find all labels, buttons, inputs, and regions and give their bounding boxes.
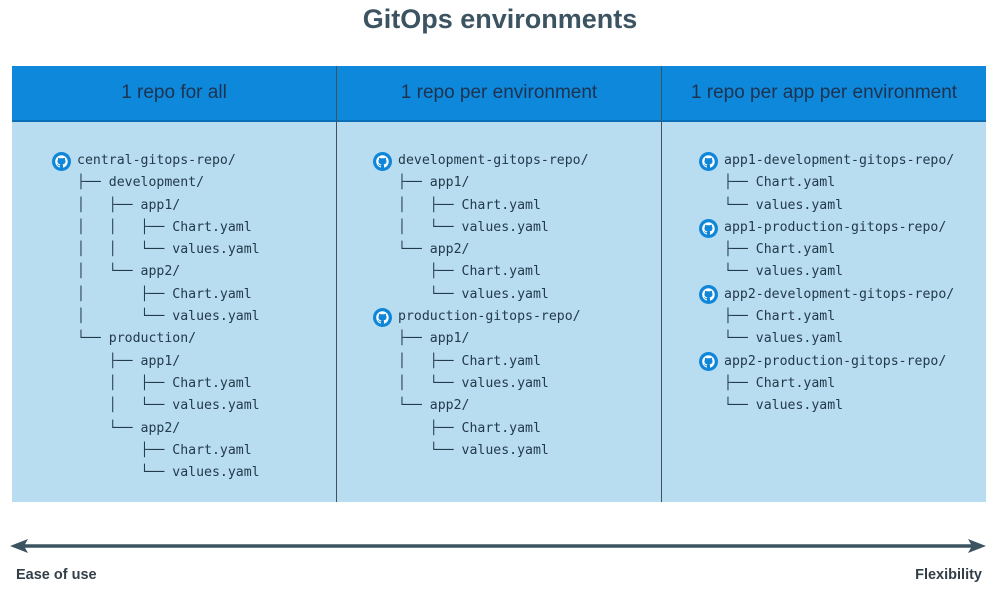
tree-line: ├── Chart.yaml <box>77 442 252 458</box>
tree-line: └── values.yaml <box>724 398 844 414</box>
tree-line: │ ├── Chart.yaml <box>398 197 541 213</box>
tree-line: └── app2/ <box>77 420 181 436</box>
tree-line: │ ├── app1/ <box>77 197 181 213</box>
page-title: GitOps environments <box>362 4 638 34</box>
column-header: 1 repo per environment <box>337 66 661 122</box>
tree-line: └── values.yaml <box>398 286 549 302</box>
tree-line: ├── app1/ <box>398 331 470 347</box>
tree-line: │ ├── Chart.yaml <box>398 353 541 369</box>
repo-line: production-gitops-repo/ <box>373 306 589 328</box>
repo-tree: development-gitops-repo/ ├── app1/ │ ├── C… <box>373 150 589 462</box>
repo-name: app1-production-gitops-repo/ <box>724 219 947 235</box>
github-icon <box>699 218 718 238</box>
github-icon <box>373 307 392 327</box>
tree-line: │ └── values.yaml <box>398 219 549 235</box>
tree-line: ├── app1/ <box>398 175 470 191</box>
tree-line: ├── Chart.yaml <box>398 264 541 280</box>
tree-line: │ ├── Chart.yaml <box>77 375 252 391</box>
columns-container: 1 repo for all central-gitops-repo/ ├── d… <box>12 66 986 502</box>
tree-line: ├── Chart.yaml <box>398 420 541 436</box>
tree-line: ├── app1/ <box>77 353 181 369</box>
repo-line: app1-production-gitops-repo/ <box>699 217 954 239</box>
column-body: development-gitops-repo/ ├── app1/ │ ├── C… <box>337 122 661 502</box>
repo-line: app2-production-gitops-repo/ <box>699 351 954 373</box>
tree-line: └── values.yaml <box>398 442 549 458</box>
tree-line: └── values.yaml <box>77 465 260 481</box>
github-icon <box>699 352 718 372</box>
tree-line: │ └── values.yaml <box>77 398 260 414</box>
column-repo-per-environment: 1 repo per environment development-gitop… <box>336 66 661 502</box>
repo-name: central-gitops-repo/ <box>77 153 236 168</box>
github-icon <box>373 151 392 171</box>
tree-line: │ └── app2/ <box>77 264 181 280</box>
github-icon <box>699 285 718 305</box>
ease-flexibility-arrow <box>10 536 986 556</box>
column-one-repo-for-all: 1 repo for all central-gitops-repo/ ├── d… <box>12 66 336 502</box>
repo-name: production-gitops-repo/ <box>398 309 581 325</box>
tree-line: ├── Chart.yaml <box>724 375 836 391</box>
tree-line: │ │ ├── Chart.yaml <box>77 219 252 235</box>
tree-line: ├── development/ <box>77 175 205 191</box>
tree-line: │ │ └── values.yaml <box>77 242 260 258</box>
repo-line: development-gitops-repo/ <box>373 150 589 172</box>
column-header: 1 repo per app per environment <box>662 66 986 122</box>
tree-line: ├── Chart.yaml <box>724 175 836 191</box>
axis-label-left: Ease of use <box>16 567 97 583</box>
double-arrow-icon <box>10 539 986 553</box>
repo-line: central-gitops-repo/ <box>52 150 260 172</box>
tree-line: └── values.yaml <box>724 264 844 280</box>
repo-line: app1-development-gitops-repo/ <box>699 150 954 172</box>
github-icon <box>699 151 718 171</box>
tree-line: │ └── values.yaml <box>77 309 260 325</box>
tree-line: │ ├── Chart.yaml <box>77 286 252 302</box>
repo-name: app2-development-gitops-repo/ <box>724 286 955 302</box>
column-header: 1 repo for all <box>12 66 336 122</box>
repo-line: app2-development-gitops-repo/ <box>699 284 954 306</box>
column-repo-per-app-per-environment: 1 repo per app per environment app1-deve… <box>661 66 986 502</box>
axis-label-right: Flexibility <box>915 567 982 583</box>
repo-name: development-gitops-repo/ <box>398 153 589 168</box>
tree-line: └── app2/ <box>398 242 470 258</box>
tree-line: ├── Chart.yaml <box>724 309 836 325</box>
repo-name: app2-production-gitops-repo/ <box>724 353 947 369</box>
repo-tree: central-gitops-repo/ ├── development/ │ ├─… <box>52 150 260 484</box>
column-body: app1-development-gitops-repo/ ├── Chart.y… <box>662 122 986 502</box>
tree-line: ├── Chart.yaml <box>724 242 836 258</box>
repo-tree: app1-development-gitops-repo/ ├── Chart.y… <box>699 150 954 418</box>
tree-line: └── app2/ <box>398 398 470 414</box>
tree-line: └── values.yaml <box>724 197 844 213</box>
tree-line: └── values.yaml <box>724 331 844 347</box>
tree-line: └── production/ <box>77 331 197 347</box>
tree-line: │ └── values.yaml <box>398 375 549 391</box>
github-icon <box>52 151 71 171</box>
repo-name: app1-development-gitops-repo/ <box>724 153 955 168</box>
column-body: central-gitops-repo/ ├── development/ │ ├─… <box>12 122 336 502</box>
